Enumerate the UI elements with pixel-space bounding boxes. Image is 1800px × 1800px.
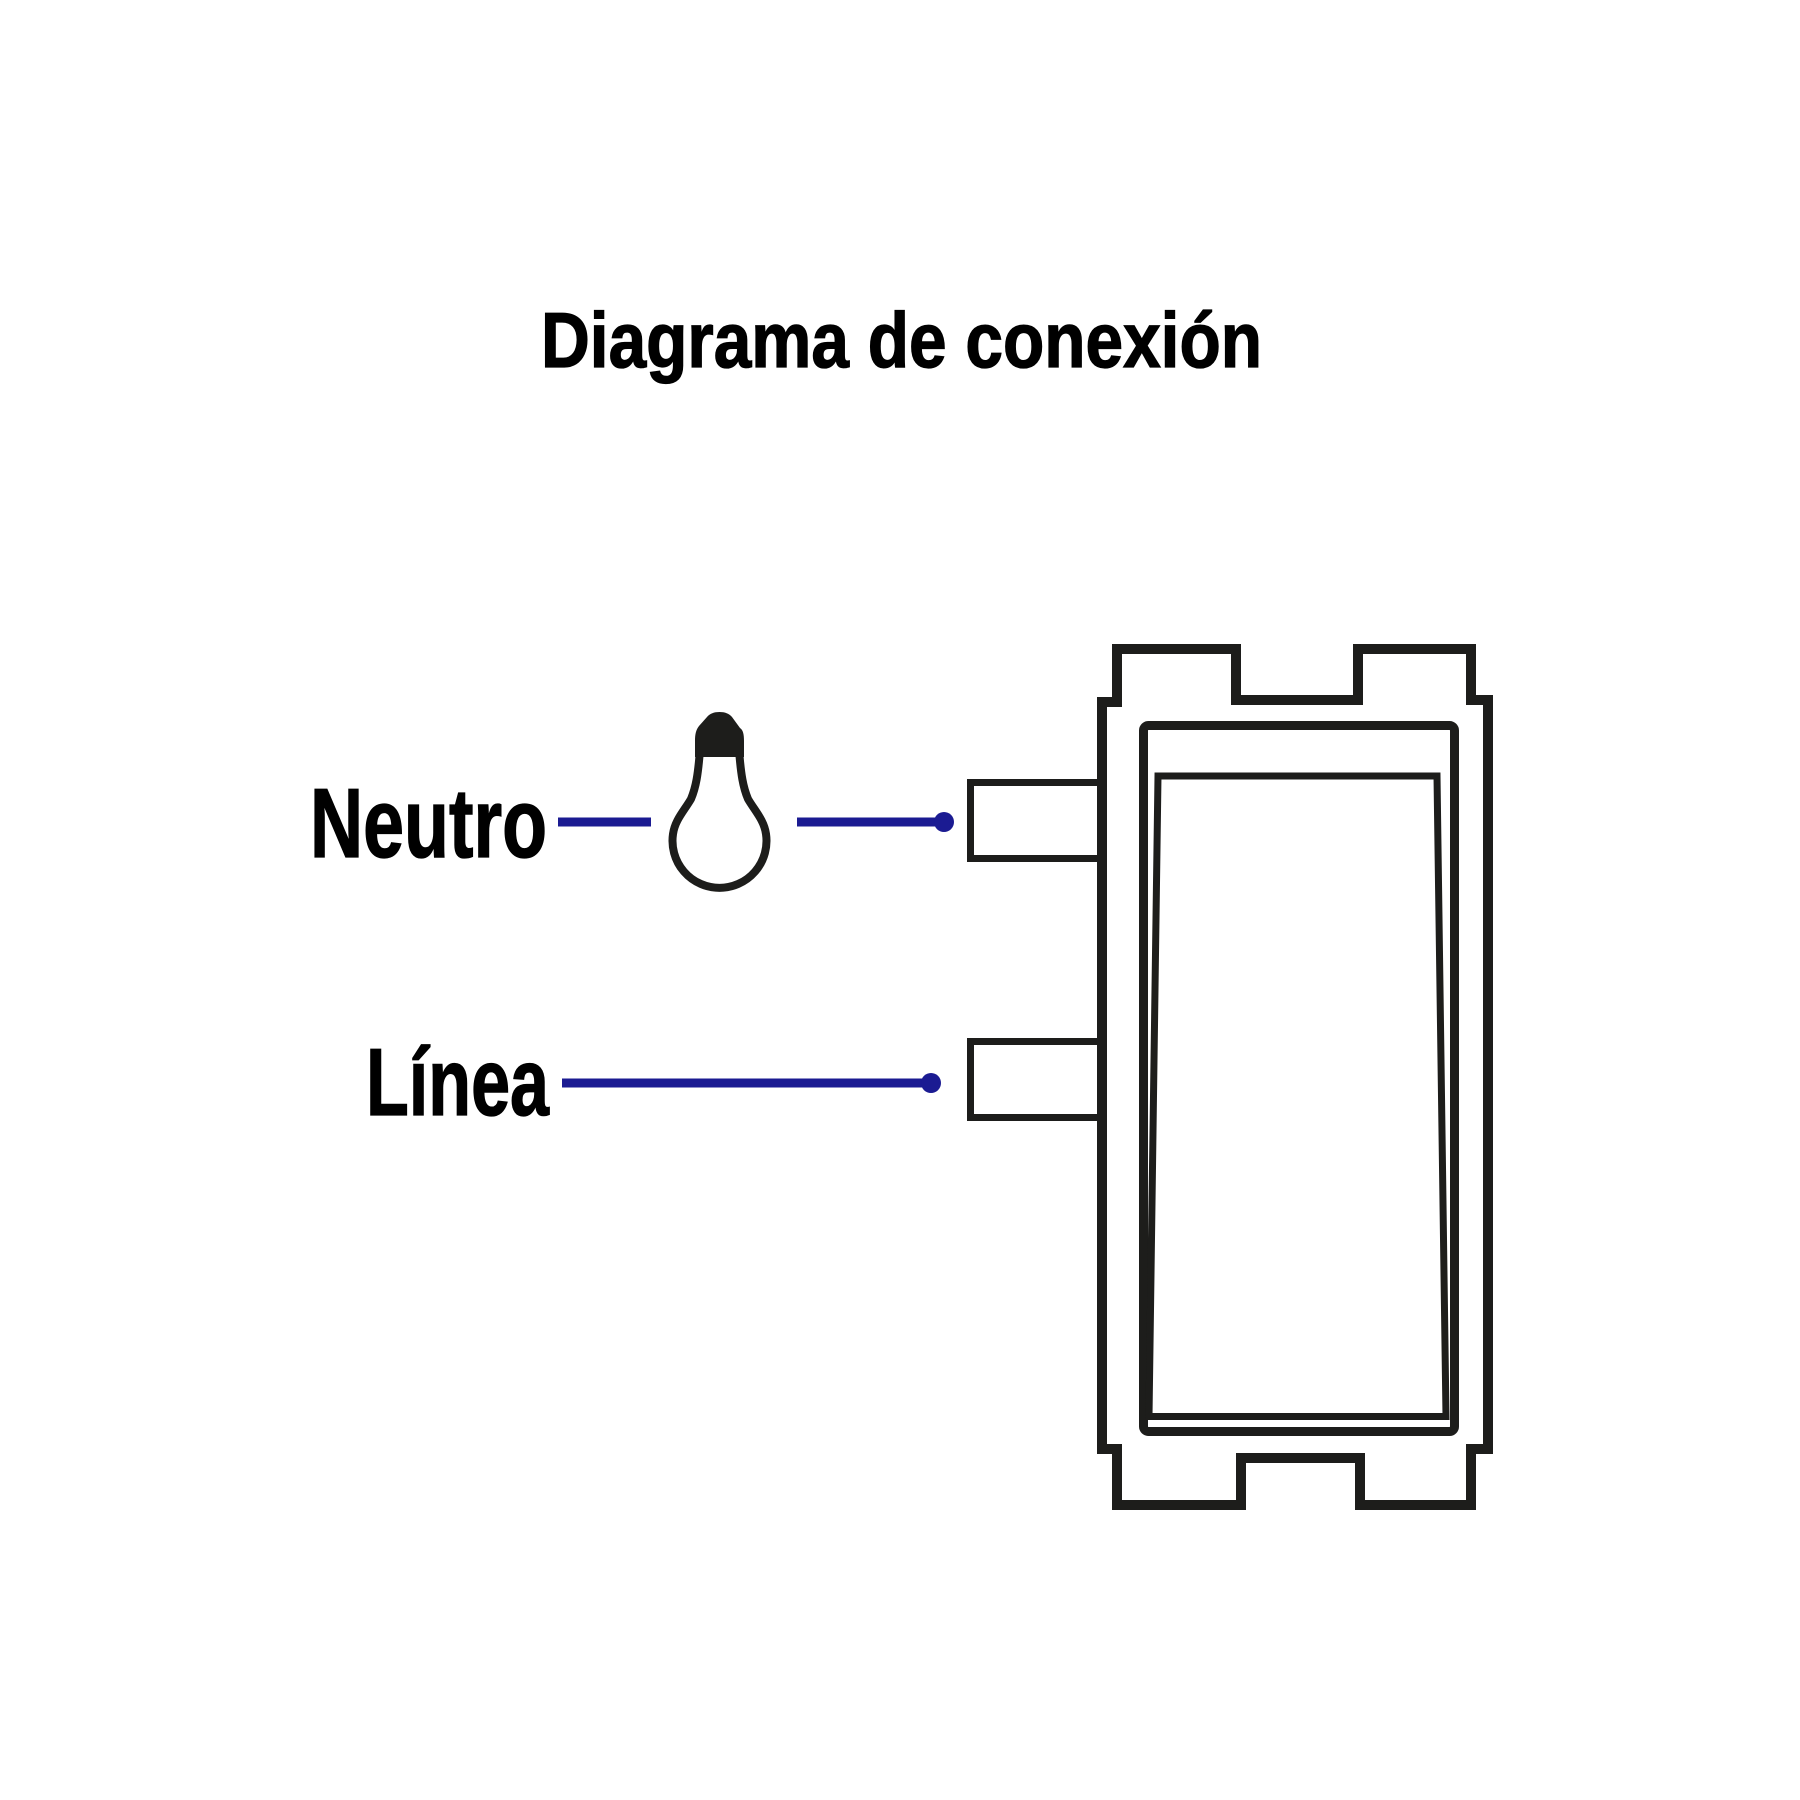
- svg-text:Neutro: Neutro: [310, 768, 547, 878]
- svg-text:Línea: Línea: [366, 1029, 549, 1136]
- svg-text:Diagrama de conexión: Diagrama de conexión: [541, 296, 1262, 384]
